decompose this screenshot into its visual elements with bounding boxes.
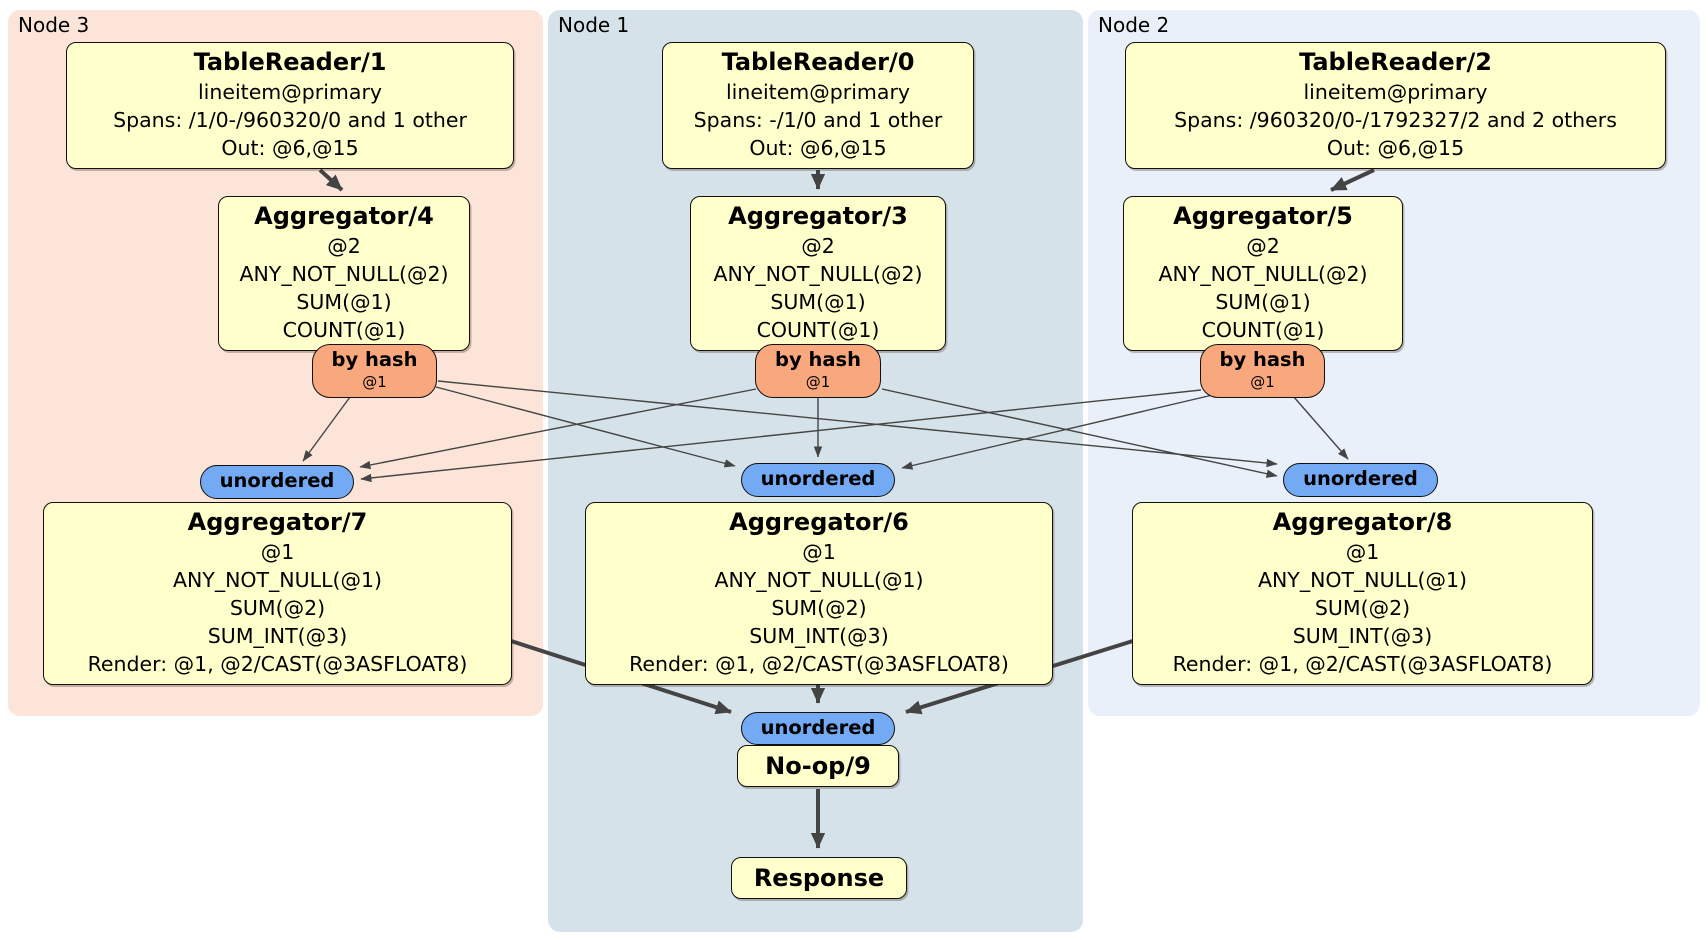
tablereader0-spans: Spans: -/1/0 and 1 other: [693, 108, 943, 132]
aggregator7-render: Render: @1, @2/CAST(@3ASFLOAT8): [87, 652, 468, 676]
aggregator6-fn: SUM_INT(@3): [749, 624, 889, 648]
aggregator5-fn: SUM(@1): [1215, 290, 1311, 314]
noop-node: No-op/9: [737, 745, 899, 787]
aggregator5-fn: ANY_NOT_NULL(@2): [1158, 262, 1368, 286]
by-hash-router-node2: by hash @1: [1200, 344, 1325, 398]
noop-title: No-op/9: [765, 752, 871, 780]
tablereader1-title: TableReader/1: [193, 48, 387, 76]
aggregator3-fn: ANY_NOT_NULL(@2): [713, 262, 923, 286]
aggregator4-group: @2: [327, 234, 361, 258]
node1-label: Node 1: [558, 13, 630, 37]
aggregator3-group: @2: [801, 234, 835, 258]
unordered-stream-node1: unordered: [741, 463, 895, 497]
aggregator4-fn: COUNT(@1): [282, 318, 406, 342]
aggregator3-title: Aggregator/3: [728, 202, 908, 230]
by-hash-key: @1: [1250, 373, 1275, 391]
unordered-stream-final: unordered: [741, 712, 895, 745]
aggregator6-fn: SUM(@2): [771, 596, 867, 620]
aggregator5-group: @2: [1246, 234, 1280, 258]
tablereader1-index: lineitem@primary: [197, 80, 383, 104]
aggregator4-title: Aggregator/4: [254, 202, 434, 230]
aggregator7-node: Aggregator/7 @1 ANY_NOT_NULL(@1) SUM(@2)…: [43, 502, 512, 685]
by-hash-key: @1: [362, 373, 387, 391]
aggregator7-fn: ANY_NOT_NULL(@1): [172, 568, 383, 592]
aggregator6-title: Aggregator/6: [729, 508, 909, 536]
aggregator3-node: Aggregator/3 @2 ANY_NOT_NULL(@2) SUM(@1)…: [690, 196, 946, 351]
aggregator3-fn: SUM(@1): [770, 290, 866, 314]
node3-label: Node 3: [18, 13, 90, 37]
node2-label: Node 2: [1098, 13, 1170, 37]
aggregator7-fn: SUM(@2): [229, 596, 326, 620]
unordered-stream-node2: unordered: [1283, 463, 1438, 497]
by-hash-key: @1: [805, 373, 831, 391]
aggregator8-title: Aggregator/8: [1272, 508, 1453, 536]
aggregator7-group: @1: [260, 540, 295, 564]
tablereader0-index: lineitem@primary: [725, 80, 911, 104]
tablereader1-node: TableReader/1 lineitem@primary Spans: /1…: [66, 42, 514, 169]
aggregator7-fn: SUM_INT(@3): [207, 624, 348, 648]
aggregator8-node: Aggregator/8 @1 ANY_NOT_NULL(@1) SUM(@2)…: [1132, 502, 1593, 685]
aggregator5-fn: COUNT(@1): [1201, 318, 1325, 342]
aggregator4-fn: ANY_NOT_NULL(@2): [239, 262, 449, 286]
tablereader0-node: TableReader/0 lineitem@primary Spans: -/…: [662, 42, 974, 169]
aggregator7-title: Aggregator/7: [187, 508, 368, 536]
aggregator3-fn: COUNT(@1): [756, 318, 880, 342]
by-hash-label: by hash: [331, 348, 418, 371]
tablereader1-spans: Spans: /1/0-/960320/0 and 1 other: [113, 108, 467, 132]
tablereader0-title: TableReader/0: [721, 48, 915, 76]
tablereader2-index: lineitem@primary: [1303, 80, 1488, 104]
by-hash-router-node1: by hash @1: [755, 344, 881, 398]
response-node: Response: [731, 857, 907, 899]
tablereader0-out: Out: @6,@15: [749, 136, 887, 160]
aggregator4-node: Aggregator/4 @2 ANY_NOT_NULL(@2) SUM(@1)…: [218, 196, 470, 351]
aggregator8-fn: SUM_INT(@3): [1292, 624, 1433, 648]
by-hash-label: by hash: [1219, 348, 1306, 371]
aggregator6-render: Render: @1, @2/CAST(@3ASFLOAT8): [629, 652, 1009, 676]
aggregator5-title: Aggregator/5: [1173, 202, 1353, 230]
aggregator8-fn: SUM(@2): [1314, 596, 1411, 620]
aggregator8-group: @1: [1345, 540, 1380, 564]
aggregator6-fn: ANY_NOT_NULL(@1): [714, 568, 924, 592]
tablereader2-node: TableReader/2 lineitem@primary Spans: /9…: [1125, 42, 1666, 169]
by-hash-router-node3: by hash @1: [312, 344, 437, 398]
by-hash-label: by hash: [775, 348, 861, 371]
tablereader2-title: TableReader/2: [1299, 48, 1492, 76]
unordered-stream-node3: unordered: [200, 465, 354, 499]
aggregator8-fn: ANY_NOT_NULL(@1): [1257, 568, 1468, 592]
response-title: Response: [753, 864, 885, 892]
tablereader1-out: Out: @6,@15: [221, 136, 359, 160]
aggregator6-group: @1: [802, 540, 836, 564]
aggregator8-render: Render: @1, @2/CAST(@3ASFLOAT8): [1172, 652, 1553, 676]
aggregator5-node: Aggregator/5 @2 ANY_NOT_NULL(@2) SUM(@1)…: [1123, 196, 1403, 351]
aggregator6-node: Aggregator/6 @1 ANY_NOT_NULL(@1) SUM(@2)…: [585, 502, 1053, 685]
tablereader2-spans: Spans: /960320/0-/1792327/2 and 2 others: [1174, 108, 1617, 132]
aggregator4-fn: SUM(@1): [296, 290, 392, 314]
tablereader2-out: Out: @6,@15: [1326, 136, 1465, 160]
